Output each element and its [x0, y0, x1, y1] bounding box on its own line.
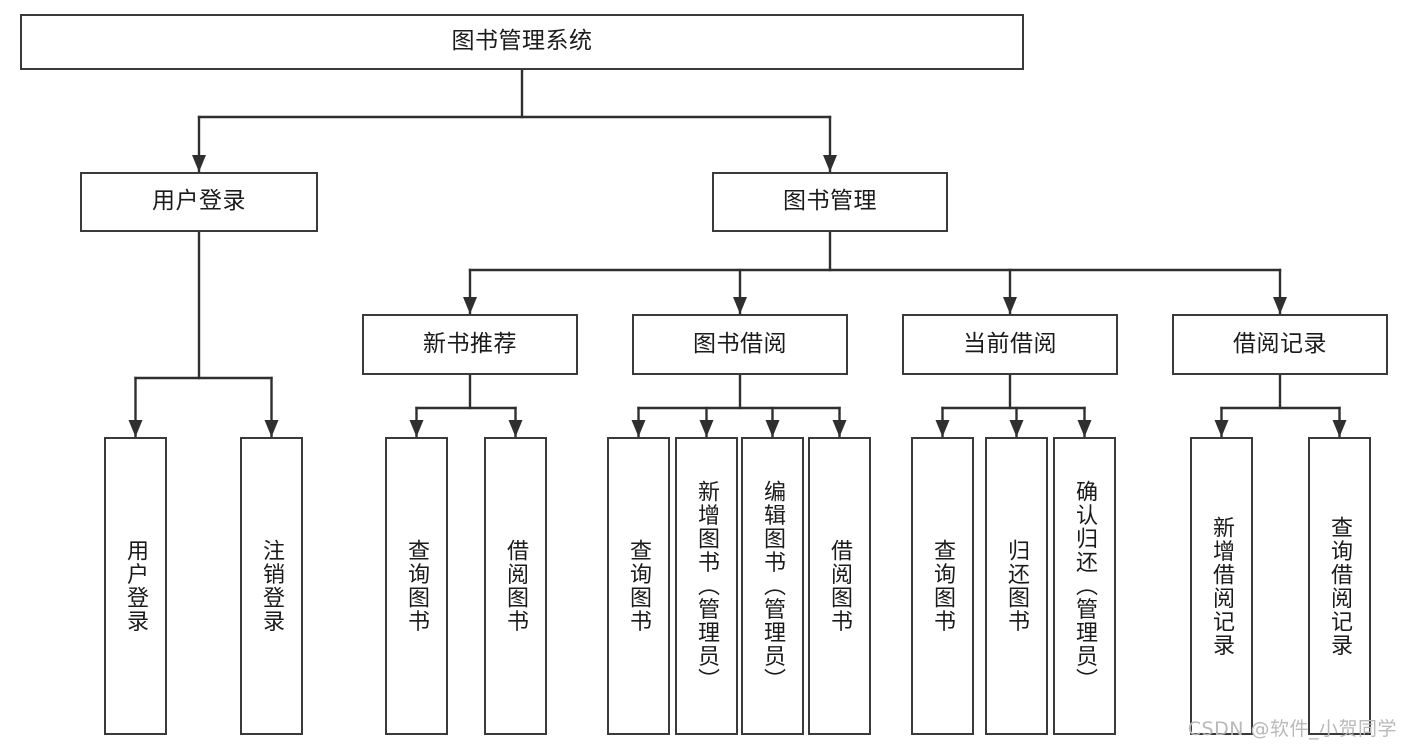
node-label-leaf-confirm-return: 确认归还（管理员）	[1072, 480, 1098, 692]
node-label-leaf-add-book: 新增图书（管理员）	[694, 480, 720, 692]
node-borrow-record[interactable]: 借阅记录	[1172, 314, 1388, 375]
node-leaf-borrow-book-1[interactable]: 借阅图书	[484, 437, 547, 735]
node-label-user-login: 用户登录	[152, 188, 246, 215]
node-label-leaf-user-login: 用户登录	[123, 539, 149, 633]
node-leaf-add-record[interactable]: 新增借阅记录	[1190, 437, 1253, 735]
arrow-icon-leaf-borrow-book-2	[832, 420, 847, 437]
node-label-leaf-edit-book: 编辑图书（管理员）	[760, 480, 786, 692]
arrow-icon-leaf-edit-book	[765, 420, 780, 437]
node-label-leaf-query-book-1: 查询图书	[404, 539, 430, 633]
node-label-leaf-logout: 注销登录	[259, 539, 285, 633]
node-label-new-book-rec: 新书推荐	[423, 330, 517, 357]
node-leaf-edit-book[interactable]: 编辑图书（管理员）	[741, 437, 804, 735]
node-leaf-return-book[interactable]: 归还图书	[985, 437, 1048, 735]
node-book-borrow[interactable]: 图书借阅	[632, 314, 848, 375]
arrow-icon-current-borrow	[1003, 297, 1017, 314]
arrow-icon-leaf-query-record	[1332, 420, 1347, 437]
node-book-manage[interactable]: 图书管理	[712, 172, 948, 232]
arrow-icon-user-login	[192, 155, 206, 172]
node-root[interactable]: 图书管理系统	[20, 14, 1024, 70]
node-leaf-user-login[interactable]: 用户登录	[104, 437, 167, 735]
node-leaf-add-book[interactable]: 新增图书（管理员）	[675, 437, 738, 735]
arrow-icon-leaf-user-login	[128, 420, 143, 437]
arrow-icon-leaf-add-record	[1214, 420, 1229, 437]
node-label-leaf-query-record: 查询借阅记录	[1327, 515, 1353, 657]
node-label-borrow-record: 借阅记录	[1233, 330, 1327, 357]
arrow-icon-leaf-query-book-1	[409, 420, 424, 437]
node-leaf-borrow-book-2[interactable]: 借阅图书	[808, 437, 871, 735]
arrow-icon-leaf-query-book-3	[935, 420, 950, 437]
node-leaf-query-record[interactable]: 查询借阅记录	[1308, 437, 1371, 735]
arrow-icon-leaf-logout	[264, 420, 279, 437]
node-label-leaf-query-book-3: 查询图书	[930, 539, 956, 633]
node-label-leaf-add-record: 新增借阅记录	[1209, 515, 1235, 657]
node-label-book-borrow: 图书借阅	[693, 330, 787, 357]
arrow-icon-book-manage	[823, 155, 837, 172]
arrow-icon-leaf-query-book-2	[631, 420, 646, 437]
arrow-icon-new-book-rec	[463, 297, 477, 314]
watermark: CSDN @软件_小贺同学	[1187, 718, 1397, 740]
node-label-leaf-borrow-book-2: 借阅图书	[827, 539, 853, 633]
node-label-leaf-return-book: 归还图书	[1004, 539, 1030, 633]
arrow-icon-leaf-borrow-book-1	[508, 420, 523, 437]
arrow-icon-book-borrow	[733, 297, 747, 314]
node-user-login[interactable]: 用户登录	[80, 172, 318, 232]
node-label-root: 图书管理系统	[451, 28, 593, 55]
arrow-icon-leaf-confirm-return	[1077, 420, 1092, 437]
node-leaf-query-book-2[interactable]: 查询图书	[607, 437, 670, 735]
node-leaf-confirm-return[interactable]: 确认归还（管理员）	[1053, 437, 1116, 735]
arrow-icon-leaf-return-book	[1009, 420, 1024, 437]
node-leaf-query-book-1[interactable]: 查询图书	[385, 437, 448, 735]
node-label-leaf-query-book-2: 查询图书	[626, 539, 652, 633]
node-label-current-borrow: 当前借阅	[963, 330, 1057, 357]
node-leaf-logout[interactable]: 注销登录	[240, 437, 303, 735]
arrow-icon-leaf-add-book	[699, 420, 714, 437]
node-current-borrow[interactable]: 当前借阅	[902, 314, 1118, 375]
arrow-icon-borrow-record	[1273, 297, 1287, 314]
node-label-leaf-borrow-book-1: 借阅图书	[503, 539, 529, 633]
node-new-book-rec[interactable]: 新书推荐	[362, 314, 578, 375]
node-leaf-query-book-3[interactable]: 查询图书	[911, 437, 974, 735]
node-label-book-manage: 图书管理	[783, 188, 877, 215]
